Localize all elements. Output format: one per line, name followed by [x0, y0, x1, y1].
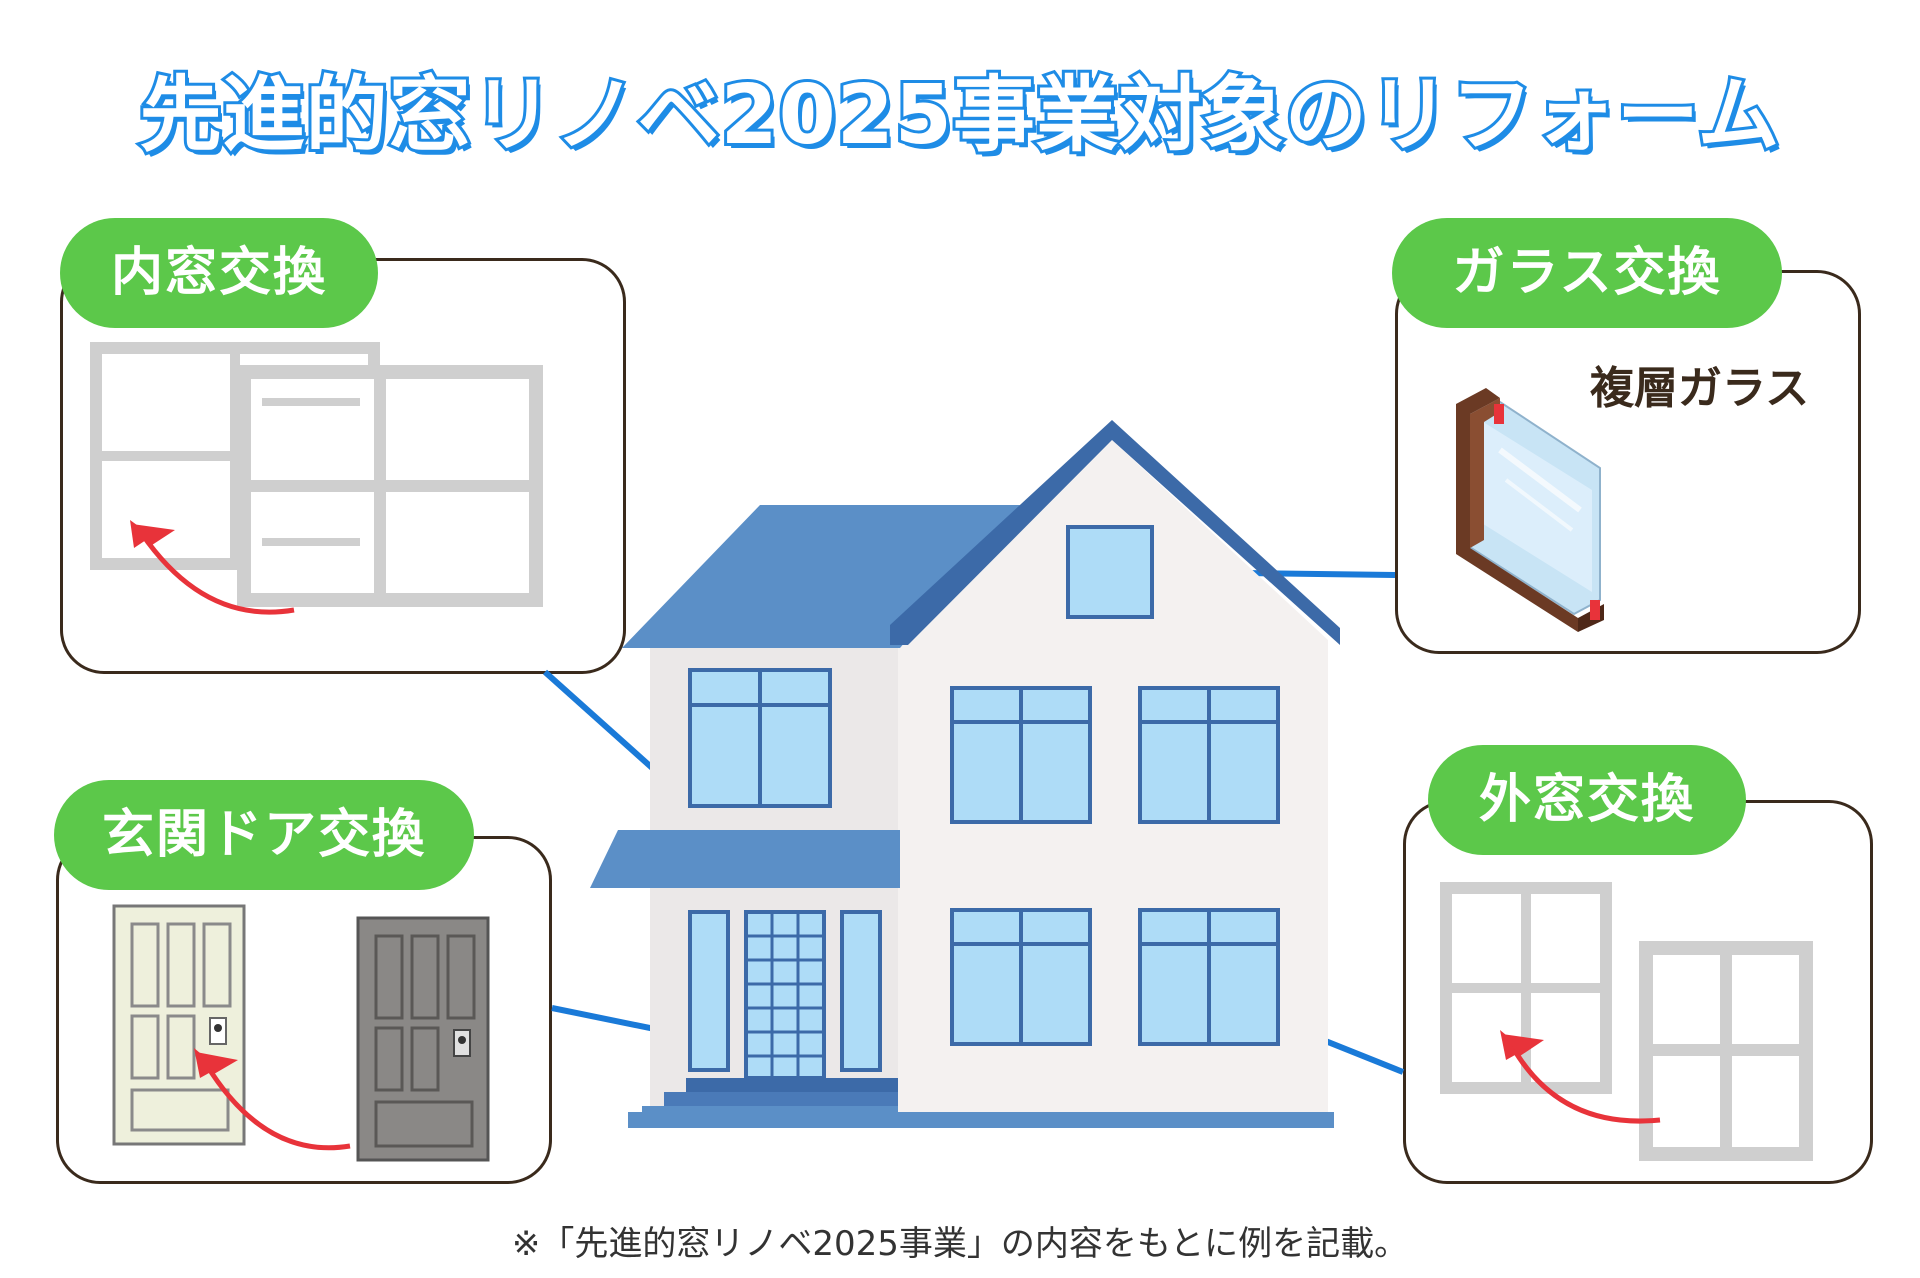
inner-window-label: 内窓交換: [60, 218, 378, 328]
swap-arrow-outer: [1509, 1044, 1661, 1124]
entrance-door-grid: [746, 912, 824, 1078]
outer-window-illustration: [1440, 882, 1813, 1161]
outer-window-label: 外窓交換: [1428, 745, 1746, 855]
swap-arrow-door: [203, 1062, 351, 1151]
house: [590, 420, 1340, 1128]
attic-window: [1066, 525, 1154, 619]
glass-label-pill: ガラス交換: [1392, 218, 1782, 328]
inner-window-illustration: [90, 342, 543, 615]
entrance-door-illustration: [112, 904, 490, 1162]
double-glazed-glass-illustration: [1456, 388, 1604, 632]
entrance-sidelight-right: [840, 910, 882, 1072]
glass-frame: [1456, 388, 1578, 632]
swap-arrow-inner: [139, 532, 295, 615]
porch-canopy: [590, 830, 900, 888]
house-entrance-door: [744, 910, 826, 1080]
page-title: 先進的窓リノベ2025事業対象のリフォーム: [137, 65, 1783, 166]
step-middle: [664, 1092, 898, 1106]
double-glazed-label: 複層ガラス: [1590, 363, 1810, 414]
ground-strip: [628, 1112, 1334, 1128]
entrance-sidelight-left: [688, 910, 730, 1072]
step-top: [686, 1078, 898, 1092]
footnote: ※「先進的窓リノベ2025事業」の内容をもとに例を記載。: [511, 1224, 1409, 1264]
entrance-door-label: 玄関ドア交換: [54, 780, 474, 890]
